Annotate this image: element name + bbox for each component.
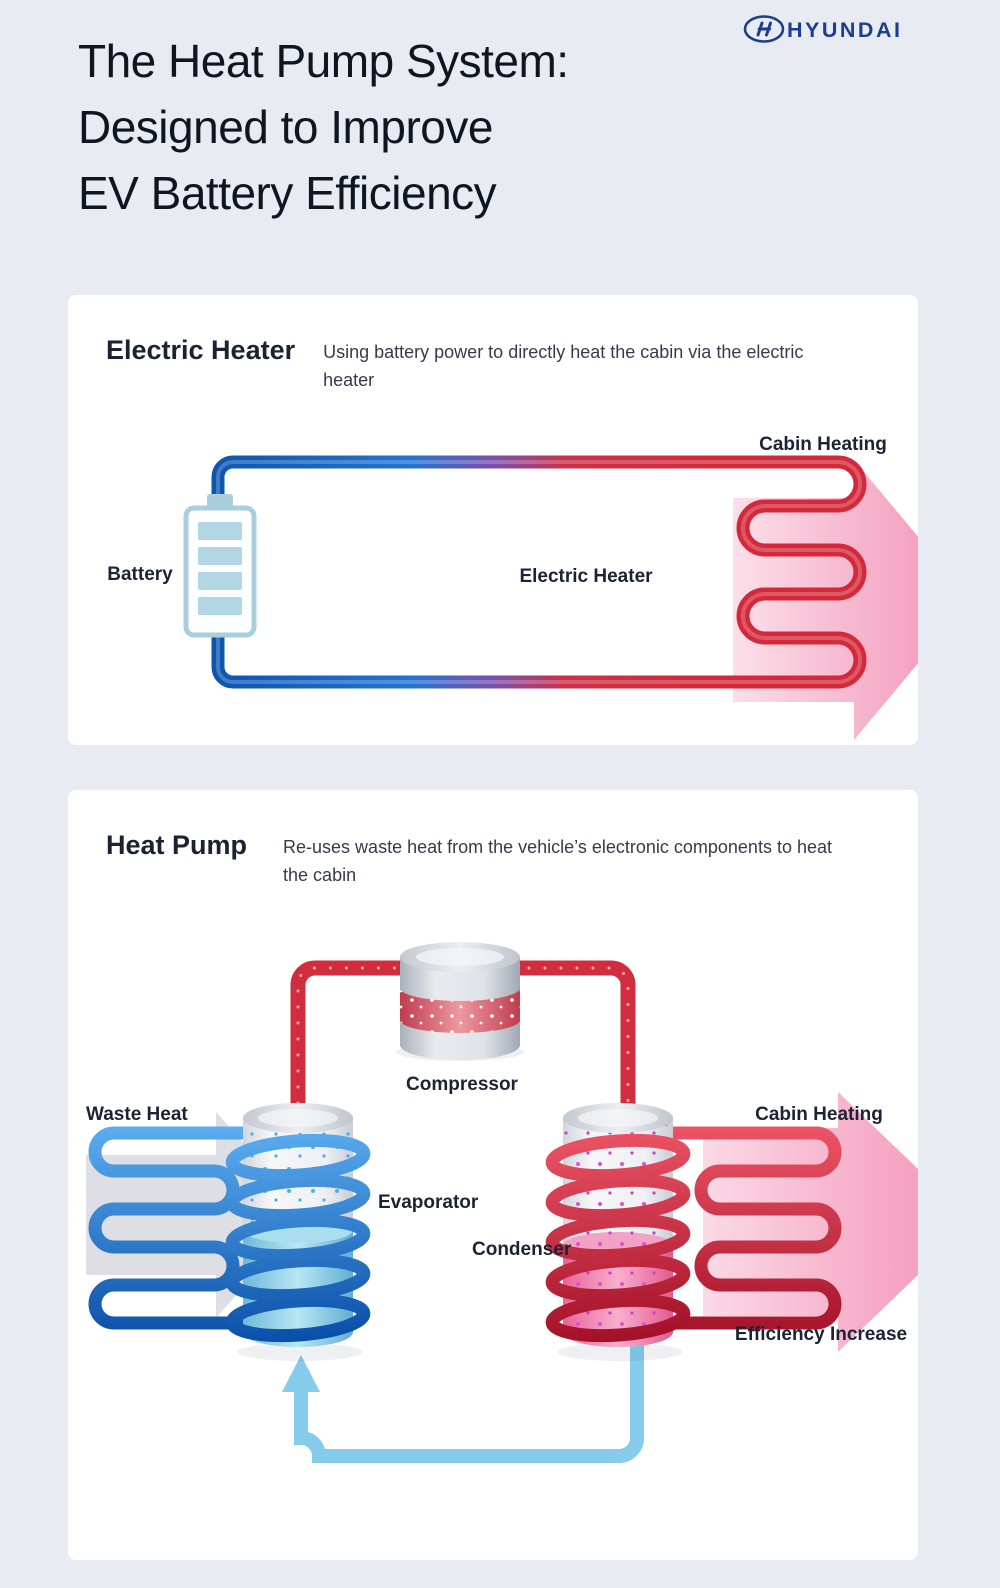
page-title: The Heat Pump System: Designed to Improv… bbox=[78, 28, 569, 226]
heater-pipe-loop bbox=[211, 455, 867, 689]
heater-pipe-highlight bbox=[216, 460, 862, 684]
refrigerant-bubbles-left bbox=[296, 966, 410, 1137]
battery-label: Battery bbox=[107, 564, 173, 585]
electric-heater-label: Electric Heater bbox=[519, 566, 653, 587]
evaporator-label: Evaporator bbox=[378, 1192, 479, 1213]
cabin-heating-label: Cabin Heating bbox=[759, 434, 887, 455]
battery-icon bbox=[183, 494, 257, 638]
return-pipe-arrowhead bbox=[282, 1355, 320, 1392]
efficiency-increase-label: Efficiency Increase bbox=[735, 1324, 907, 1345]
refrigerant-bubbles-right bbox=[511, 966, 630, 1137]
compressor-label: Compressor bbox=[406, 1074, 519, 1095]
electric-heater-card: Electric Heater Using battery power to d… bbox=[68, 295, 918, 745]
electric-heater-diagram: Battery Electric Heater Cabin Heating bbox=[107, 434, 918, 740]
electric-heater-heading: Electric Heater bbox=[106, 335, 296, 365]
waste-heat-label: Waste Heat bbox=[86, 1104, 188, 1125]
electric-heater-description: Using battery power to directly heat the… bbox=[323, 342, 804, 390]
electric-heater-header: Electric Heater Using battery power to d… bbox=[68, 295, 918, 394]
waste-heat-coil bbox=[88, 1126, 285, 1330]
hyundai-logo-icon: HYUNDAI bbox=[743, 15, 902, 43]
brand-wordmark: HYUNDAI bbox=[787, 18, 902, 42]
cabin-heating-coil bbox=[651, 1126, 842, 1330]
hyundai-brand: HYUNDAI bbox=[743, 12, 915, 46]
heat-pump-card: Heat Pump Re-uses waste heat from the ve… bbox=[68, 790, 918, 1560]
heat-pump-diagram: Waste Heat Compressor Evaporator Condens… bbox=[86, 942, 918, 1463]
page-title-line1: The Heat Pump System: bbox=[78, 35, 569, 87]
condenser-label: Condenser bbox=[472, 1239, 572, 1260]
heat-pump-header: Heat Pump Re-uses waste heat from the ve… bbox=[68, 790, 918, 889]
page-title-line3: EV Battery Efficiency bbox=[78, 167, 497, 219]
heat-pump-heading: Heat Pump bbox=[106, 830, 248, 860]
page-title-line2: Designed to Improve bbox=[78, 101, 493, 153]
condenser-coil bbox=[545, 1133, 691, 1343]
evaporator-coil bbox=[225, 1133, 371, 1343]
heat-pump-description: Re-uses waste heat from the vehicle’s el… bbox=[283, 837, 832, 885]
compressor-cylinder bbox=[396, 942, 524, 1061]
cabin-heating-label: Cabin Heating bbox=[755, 1104, 883, 1125]
condenser-return-pipe bbox=[294, 1333, 644, 1463]
